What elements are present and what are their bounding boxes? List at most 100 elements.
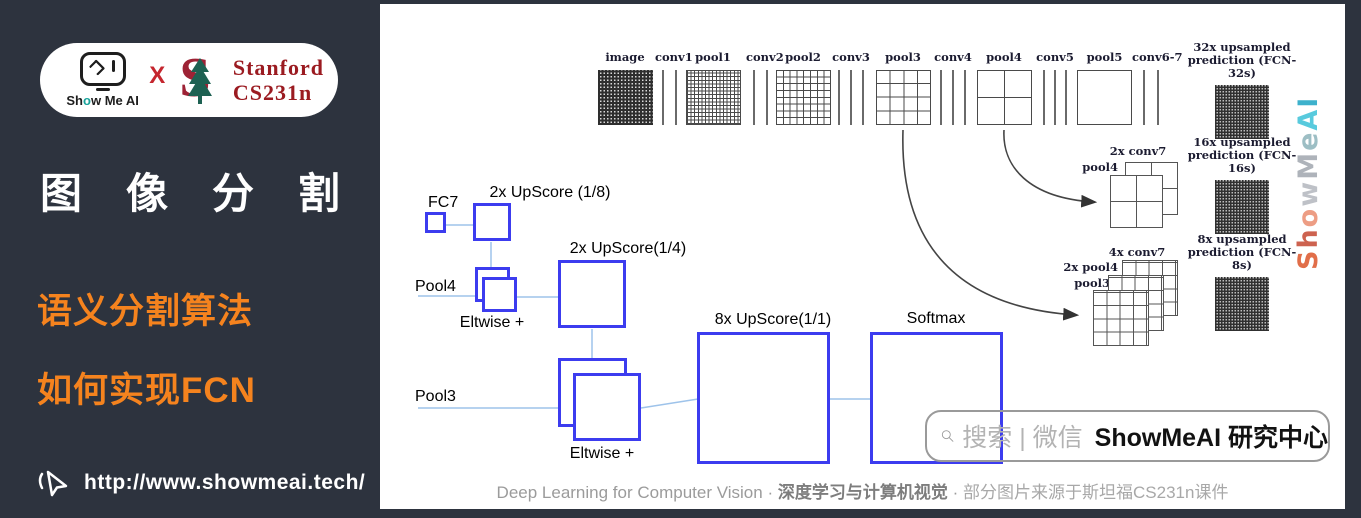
upscore-1-1-box: [697, 332, 830, 464]
column-label: pool1: [695, 50, 731, 64]
stanford-label-line1: Stanford: [232, 55, 324, 80]
stanford-cs231n-label: Stanford CS231n: [233, 55, 324, 105]
stack2x-front-grid: [1110, 175, 1163, 228]
main-content: image conv1 pool1 conv2 pool2 conv3 pool…: [380, 4, 1345, 509]
logo-text-part: Sh: [66, 93, 84, 108]
stack4x-2xpool4-label: 2x pool4: [1063, 260, 1118, 274]
column-label: conv6-7: [1132, 50, 1183, 64]
search-icon: [941, 430, 954, 442]
column-label: conv2: [746, 50, 784, 64]
eltwise2-label: Eltwise +: [569, 445, 635, 462]
conv5-layers: [1043, 70, 1067, 125]
conv4-layers: [940, 70, 966, 125]
website-url-text[interactable]: http://www.showmeai.tech/: [84, 471, 366, 494]
pool4-flow-label: Pool4: [415, 278, 456, 295]
watermark-letter: e: [1293, 130, 1324, 151]
pool3-grid: [875, 70, 931, 125]
watermark-letter: o: [1293, 206, 1324, 228]
robot-chin: [95, 88, 110, 91]
column-label: conv4: [934, 50, 972, 64]
column-label: pool4: [986, 50, 1022, 64]
conv1-layers: [661, 70, 677, 125]
stack4x-front-grid: [1093, 290, 1149, 346]
stanford-tree-icon: S: [177, 50, 223, 108]
column-label: pool5: [1086, 50, 1123, 64]
column-pool5: pool5: [1076, 50, 1133, 126]
stanford-tree-svg: [188, 58, 213, 104]
pool3-flow-label: Pool3: [415, 388, 456, 405]
column-image: image: [593, 50, 657, 126]
column-conv1: conv1: [655, 50, 693, 126]
website-link[interactable]: http://www.showmeai.tech/: [36, 464, 365, 502]
footer-caption: Deep Learning for Computer Vision · 深度学习…: [380, 478, 1345, 503]
softmax-box: [870, 332, 1003, 464]
watermark-letter: A: [1293, 107, 1324, 131]
conv6-7-layers: [1143, 70, 1159, 125]
conv3-layers: [838, 70, 864, 125]
column-conv2: conv2: [746, 50, 784, 126]
column-label: conv3: [832, 50, 870, 64]
pool2-grid: [775, 70, 831, 125]
footer-course-title-cn: 深度学习与计算机视觉: [777, 483, 948, 502]
column-conv4: conv4: [934, 50, 972, 126]
pool1-grid: [685, 70, 741, 125]
watermark-letter: h: [1293, 227, 1324, 249]
title-char: 割: [297, 170, 340, 217]
column-label: pool3: [885, 50, 921, 64]
eltwise1-label: Eltwise +: [459, 314, 525, 331]
watermark-letter: M: [1293, 150, 1324, 180]
footer-attribution: 部分图片来源于斯坦福CS231n课件: [963, 483, 1229, 502]
conv2-layers: [752, 70, 768, 125]
robot-head-icon: [79, 52, 126, 86]
stanford-label-line2: CS231n: [232, 80, 313, 105]
column-pool2: pool2: [775, 50, 831, 126]
pred-label-line1: 8x upsampled: [1197, 232, 1287, 246]
image-grid: [597, 70, 653, 125]
showmeai-logo-icon: Show Me AI: [66, 52, 139, 108]
fcn32s-grid: [1215, 85, 1269, 139]
column-label: pool2: [785, 50, 821, 64]
pred-label-line2: prediction (FCN-16s): [1187, 148, 1297, 175]
softmax-label: Softmax: [906, 310, 966, 327]
column-conv5: conv5: [1035, 50, 1075, 126]
column-label: conv5: [1036, 50, 1074, 64]
upscore-1-4-label: 2x UpScore(1/4): [569, 240, 687, 257]
upscore-1-1-label: 8x UpScore(1/1): [714, 311, 832, 328]
showmeai-watermark: ShowMeAI: [1293, 44, 1324, 270]
column-conv6-7: conv6-7: [1132, 50, 1183, 126]
footer-course-title: Deep Learning for Computer Vision: [496, 483, 763, 502]
upscore-1-4-box: [558, 260, 626, 328]
watermark-letter: I: [1293, 95, 1324, 108]
column-pool4: pool4: [976, 50, 1032, 126]
fcn16s-grid: [1215, 180, 1269, 234]
pool4-grid: [976, 70, 1032, 125]
pool5-grid: [1077, 70, 1132, 125]
pred-label-line1: 16x upsampled: [1193, 135, 1291, 149]
title-char: 图: [40, 170, 83, 217]
watermark-letter: S: [1293, 248, 1324, 270]
column-pool3: pool3: [875, 50, 931, 126]
title-char: 分: [211, 170, 254, 217]
column-label: image: [605, 50, 645, 64]
column-pool1: pool1: [685, 50, 741, 126]
robot-eye-right: [111, 60, 115, 72]
cursor-icon: [38, 470, 68, 497]
footer-separator: ·: [767, 483, 774, 502]
logo-text-part: w Me AI: [90, 93, 139, 108]
column-label: conv1: [655, 50, 693, 64]
watermark-letter: w: [1293, 179, 1324, 207]
wechat-search-box[interactable]: 搜索 | 微信 ShowMeAI 研究中心: [925, 410, 1330, 462]
upscore-1-8-box: [473, 203, 511, 241]
skip-arrow-pool3: [902, 129, 1080, 321]
eltwise2-front-box: [573, 373, 641, 441]
page-title: 图 像 分 割: [40, 160, 340, 221]
sidebar: Show Me AI X S Stanford CS231n 图 像 分 割 语…: [0, 0, 380, 518]
pred-label-line1: 32x upsampled: [1193, 40, 1291, 54]
search-placeholder: 搜索 | 微信: [962, 424, 1083, 452]
title-char: 像: [125, 170, 168, 217]
brand-badge: Show Me AI X S Stanford CS231n: [40, 43, 338, 117]
subtitle-semantic-segmentation: 语义分割算法: [37, 292, 254, 331]
